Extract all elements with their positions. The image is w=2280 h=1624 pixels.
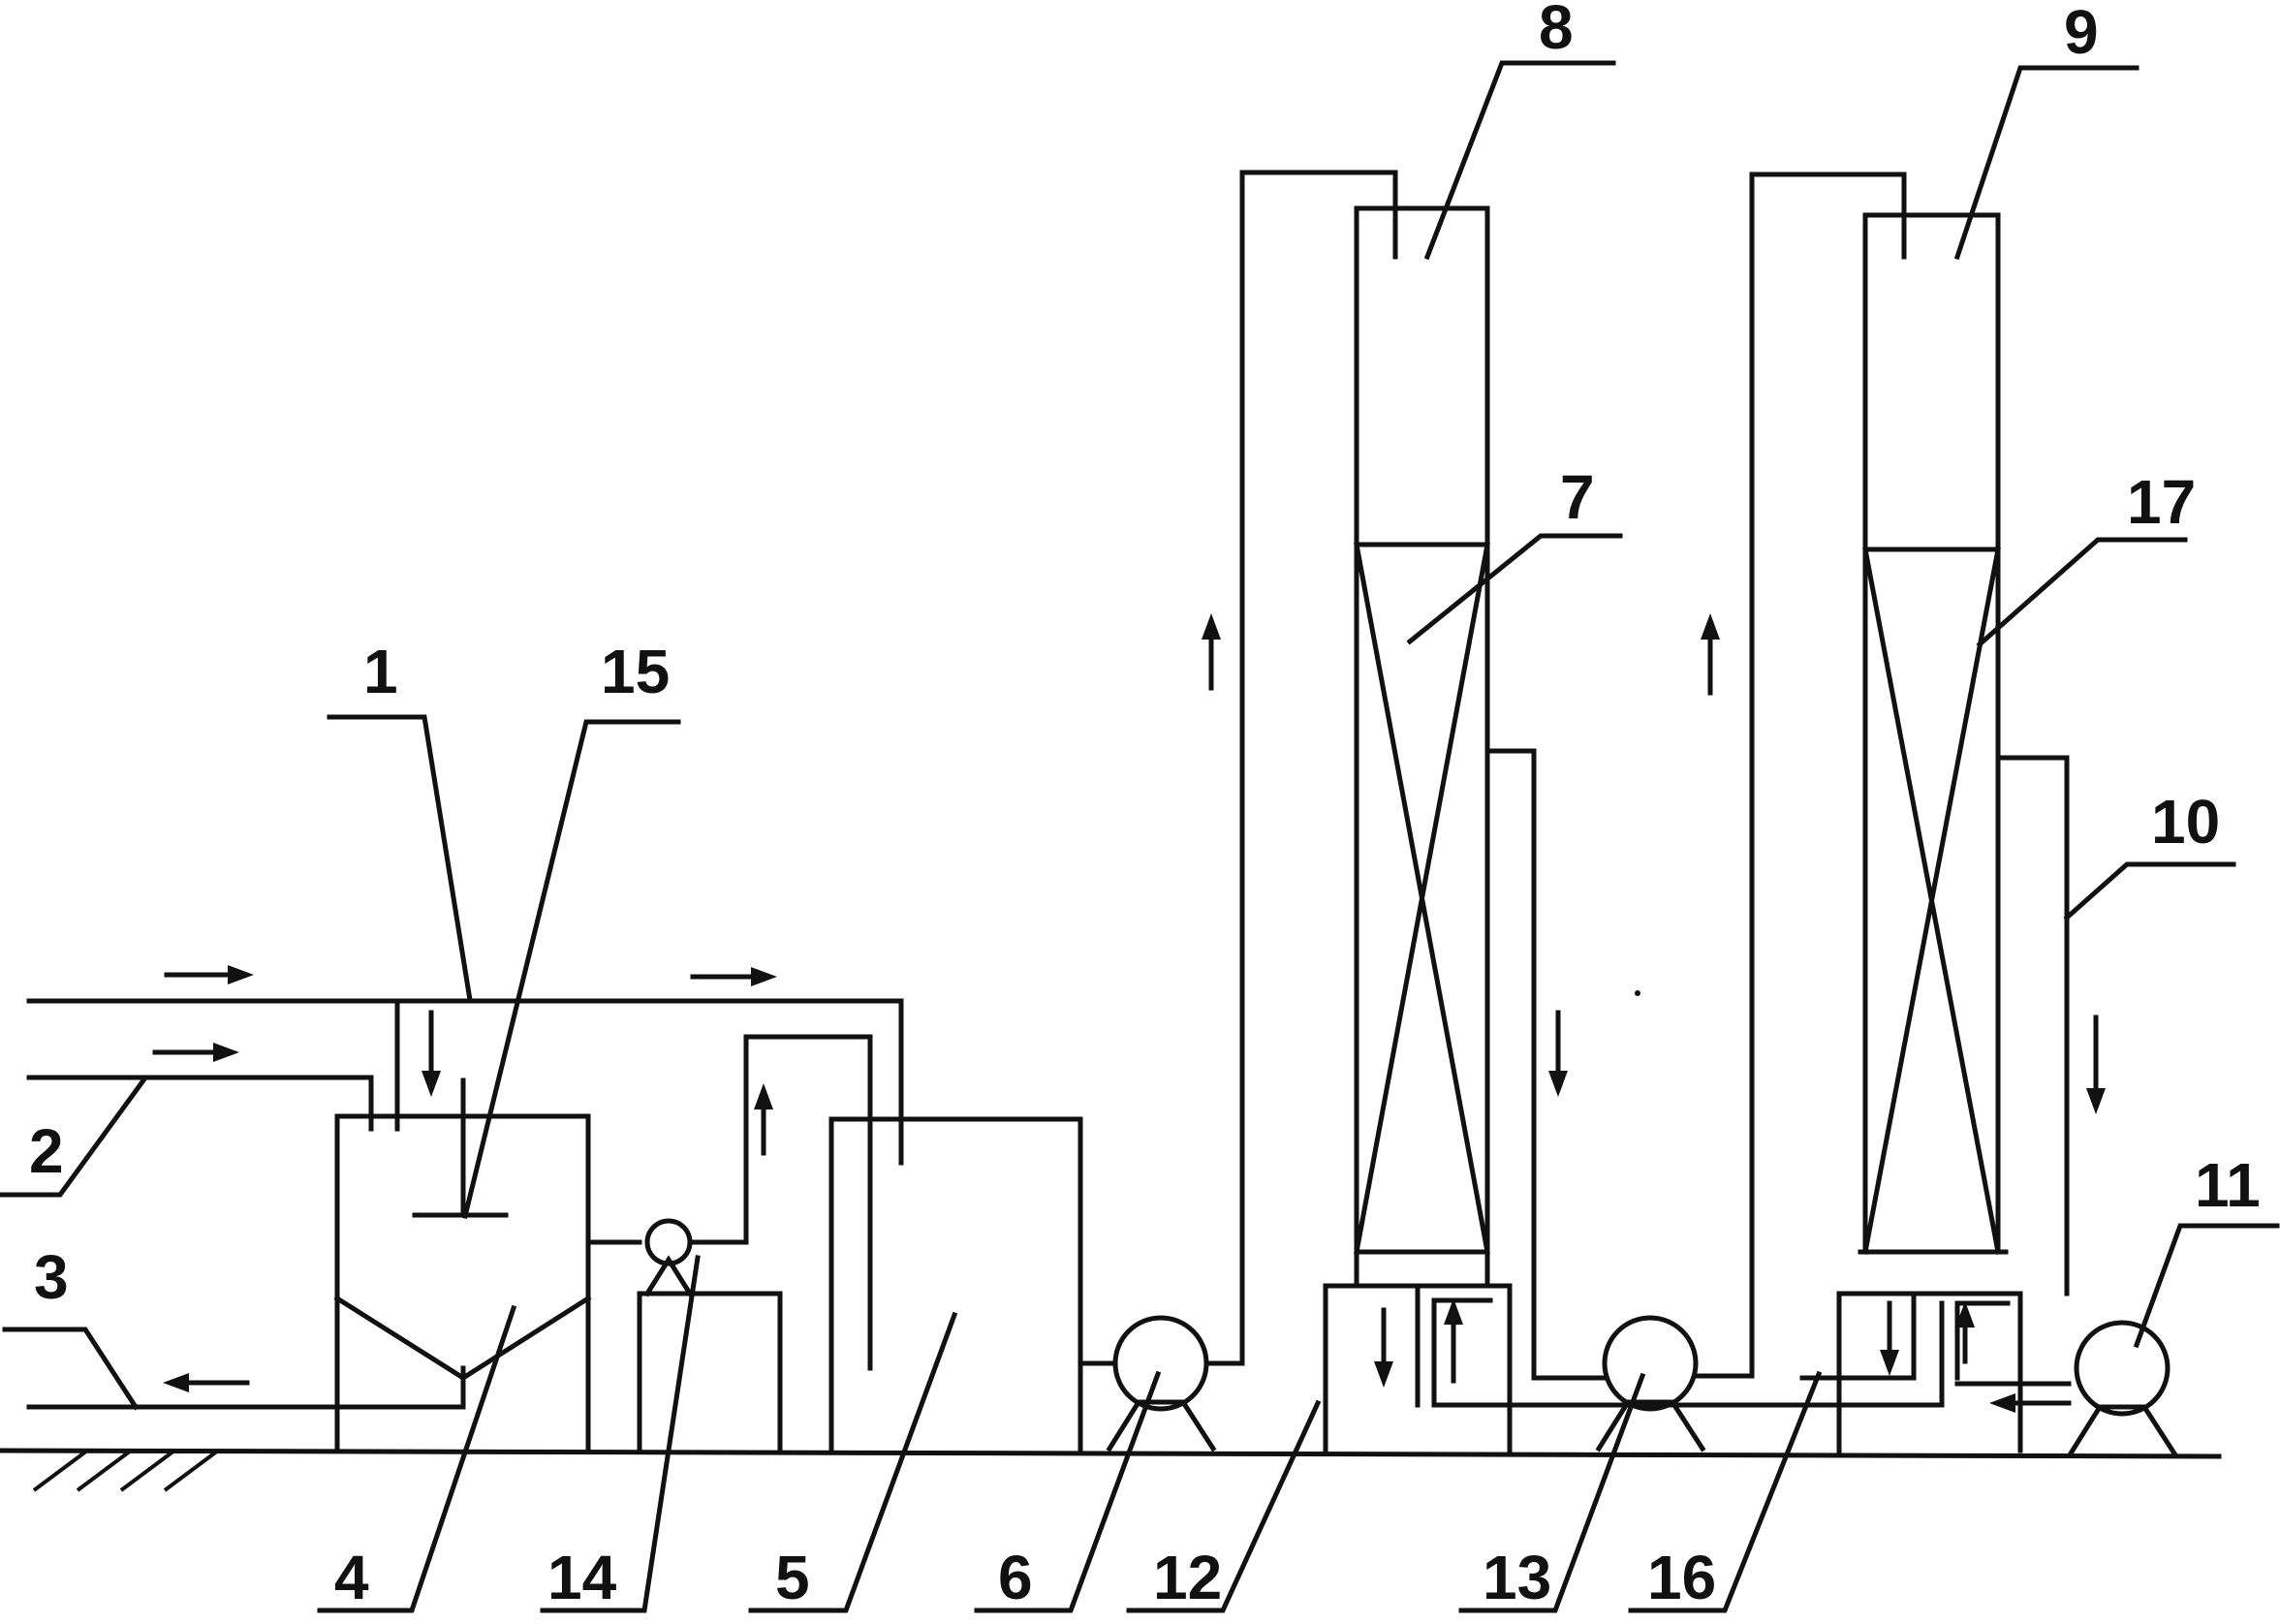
label-4: 4 — [334, 1543, 369, 1612]
arrow-up-icon — [1701, 613, 1720, 696]
label-11: 11 — [2195, 1150, 2261, 1220]
label-2: 2 — [29, 1116, 64, 1186]
arrow-left-icon — [163, 1373, 250, 1392]
inlet-pipe-1 — [26, 998, 904, 1166]
label-7: 7 — [1560, 462, 1595, 532]
tank-5 — [828, 1116, 1117, 1453]
label-16: 16 — [1647, 1543, 1716, 1612]
pump-11 — [2067, 1320, 2178, 1457]
arrow-down-icon — [1374, 1307, 1393, 1388]
arrow-down-icon — [2086, 1015, 2106, 1114]
arrow-up-icon — [754, 1083, 773, 1156]
outlet-pipe-3 — [26, 1365, 466, 1410]
absorption-column-8 — [1323, 205, 1607, 1453]
label-17: 17 — [2127, 467, 2196, 537]
arrow-down-icon — [1880, 1300, 1899, 1376]
arrow-right-icon — [164, 965, 254, 984]
flow-arrows — [152, 613, 2106, 1413]
arrow-up-icon — [1955, 1301, 1975, 1364]
arrow-down-icon — [422, 1010, 441, 1097]
settling-tank-4 — [333, 1077, 642, 1453]
label-15: 15 — [601, 637, 670, 706]
absorption-column-9 — [1799, 212, 2072, 1453]
label-3: 3 — [34, 1242, 69, 1312]
stray-dot — [1635, 990, 1640, 996]
label-9: 9 — [2064, 0, 2099, 67]
label-14: 14 — [547, 1543, 617, 1612]
label-10: 10 — [2151, 787, 2220, 857]
arrow-down-icon — [1548, 1010, 1568, 1097]
leader-lines — [0, 60, 2280, 1613]
arrow-right-icon — [690, 967, 777, 986]
component-labels: 1 15 2 3 4 14 5 6 12 13 16 8 7 9 17 10 1… — [29, 0, 2261, 1612]
pump-13 — [1431, 172, 1945, 1452]
label-13: 13 — [1483, 1543, 1551, 1612]
label-8: 8 — [1539, 0, 1574, 62]
pump-6 — [1106, 170, 1398, 1452]
label-6: 6 — [998, 1543, 1033, 1612]
label-1: 1 — [363, 637, 398, 706]
arrow-up-icon — [1444, 1298, 1463, 1384]
arrow-right-icon — [152, 1043, 239, 1062]
arrow-left-icon — [1989, 1393, 2072, 1413]
pump-14 — [637, 1034, 873, 1453]
ground — [0, 1448, 2222, 1492]
label-12: 12 — [1153, 1543, 1222, 1612]
inlet-pipe-2 — [26, 1075, 374, 1132]
arrow-up-icon — [1202, 613, 1221, 691]
label-5: 5 — [775, 1543, 810, 1612]
